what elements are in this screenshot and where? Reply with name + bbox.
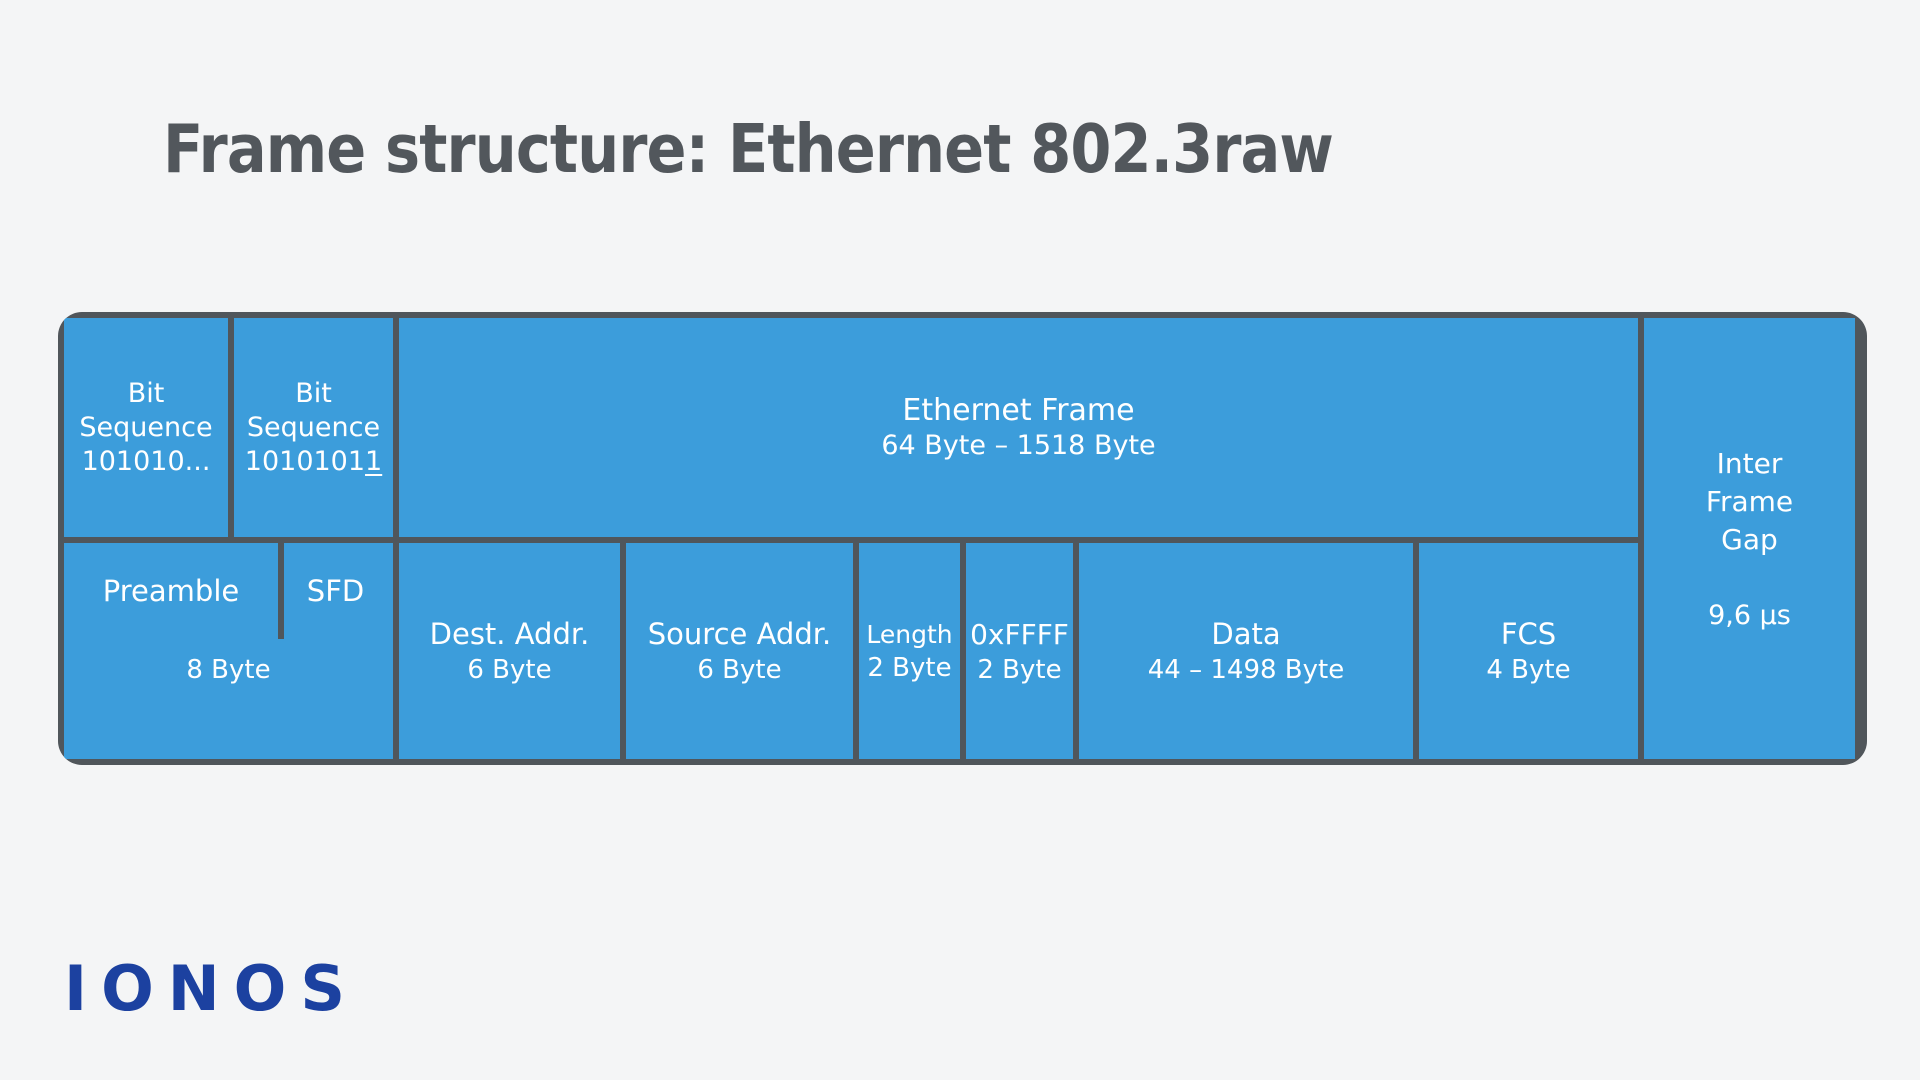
block-label-sfd: SFD — [306, 573, 365, 608]
block-label: Data — [1211, 616, 1281, 651]
block-fcs: FCS 4 Byte — [1419, 543, 1638, 759]
block-value: 6 Byte — [697, 654, 782, 685]
ethernet-frame-diagram: Bit Sequence 101010... Bit Sequence 1010… — [58, 312, 1867, 765]
block-value: 2 Byte — [977, 654, 1062, 685]
block-preamble-sfd: Preamble SFD 8 Byte — [64, 543, 393, 759]
block-bit-sequence-2: Bit Sequence 10101011 — [234, 318, 393, 537]
block-label: Sequence — [246, 411, 381, 443]
block-value: 6 Byte — [467, 654, 552, 685]
block-bit-sequence-1: Bit Sequence 101010... — [64, 318, 228, 537]
block-label: FCS — [1500, 616, 1557, 651]
block-label: Sequence — [79, 411, 213, 443]
bit-value-underlined: 1 — [365, 445, 383, 477]
block-value: 4 Byte — [1486, 654, 1571, 685]
block-label: Inter — [1716, 446, 1783, 480]
preamble-sfd-labels: Preamble SFD — [64, 543, 393, 639]
preamble-sfd-divider — [278, 543, 284, 639]
block-value: 64 Byte – 1518 Byte — [881, 430, 1156, 461]
block-label: Frame — [1705, 484, 1794, 518]
block-value: 101010... — [81, 445, 211, 477]
block-0xffff: 0xFFFF 2 Byte — [966, 543, 1073, 759]
block-label: Dest. Addr. — [429, 616, 590, 651]
ionos-logo: IONOS — [64, 952, 360, 1025]
block-label-preamble: Preamble — [102, 573, 240, 608]
bit-value-main: 1010101 — [244, 445, 366, 477]
block-label: Bit — [295, 377, 332, 409]
block-value: 2 Byte — [867, 652, 952, 683]
block-value: 10101011 — [245, 445, 382, 479]
block-length: Length 2 Byte — [859, 543, 960, 759]
block-label: Gap — [1721, 522, 1778, 556]
block-value: 8 Byte — [186, 655, 271, 685]
page-title: Frame structure: Ethernet 802.3raw — [163, 110, 1334, 188]
block-label: 0xFFFF — [970, 617, 1069, 651]
block-value: 9,6 µs — [1708, 599, 1791, 631]
block-inter-frame-gap: Inter Frame Gap 9,6 µs — [1644, 318, 1855, 759]
block-label: Ethernet Frame — [902, 393, 1135, 428]
block-ethernet-frame: Ethernet Frame 64 Byte – 1518 Byte — [399, 318, 1638, 537]
block-dest-addr: Dest. Addr. 6 Byte — [399, 543, 620, 759]
block-value: 44 – 1498 Byte — [1147, 654, 1345, 685]
block-label: Source Addr. — [647, 616, 832, 651]
block-label: Length — [866, 619, 953, 649]
block-source-addr: Source Addr. 6 Byte — [626, 543, 853, 759]
block-data: Data 44 – 1498 Byte — [1079, 543, 1413, 759]
block-label: Bit — [127, 377, 165, 409]
